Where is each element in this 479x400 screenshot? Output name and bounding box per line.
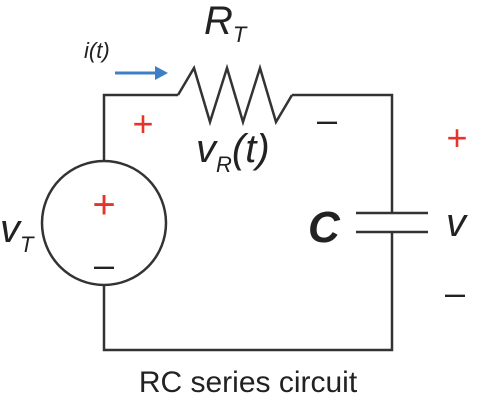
capacitor-voltage-label: v <box>446 201 468 245</box>
resistor-label: RT <box>204 0 248 47</box>
resistor-voltage-label: vR(t) <box>196 127 270 177</box>
resistor-plus-sign: + <box>132 103 153 144</box>
source-plus-sign: + <box>92 183 115 227</box>
capacitor-minus-sign: – <box>445 272 465 313</box>
wire-bottom <box>102 232 394 352</box>
resistor-symbol <box>176 63 294 127</box>
wire-top-right <box>292 93 394 213</box>
voltage-source-symbol <box>40 159 168 287</box>
current-label: i(t) <box>84 38 110 63</box>
capacitor-plus-sign: + <box>446 117 467 158</box>
source-label: vT <box>0 207 35 257</box>
current-arrow-icon <box>115 66 168 80</box>
wire-top-left <box>102 93 178 161</box>
diagram-caption: RC series circuit <box>139 366 358 399</box>
resistor-minus-sign: – <box>317 99 337 140</box>
capacitor-label: C <box>308 203 341 252</box>
source-minus-sign: – <box>94 244 114 285</box>
